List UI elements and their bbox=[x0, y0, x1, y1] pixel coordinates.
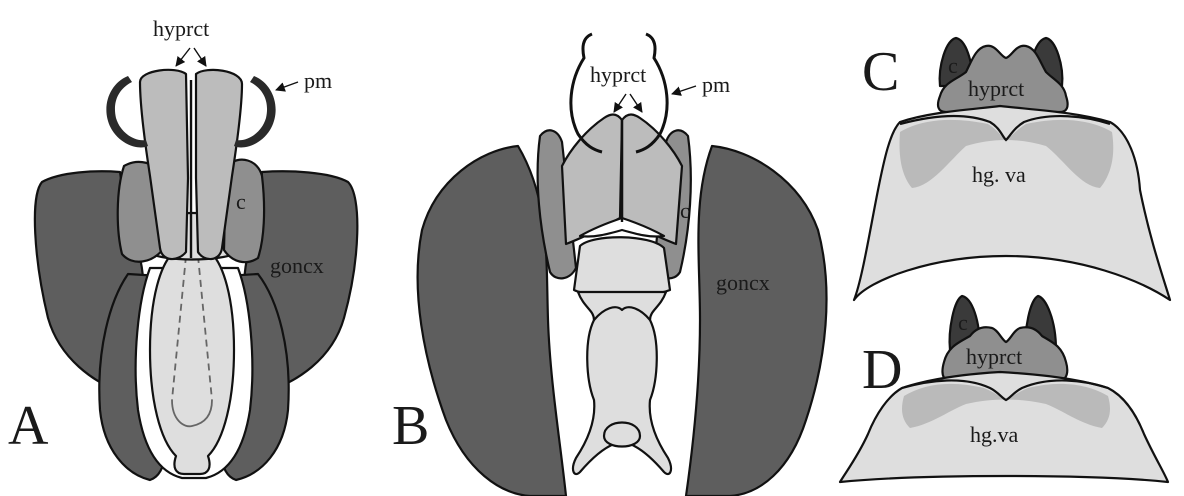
panel-letter-a: A bbox=[8, 395, 49, 457]
label-d-hgva: hg.va bbox=[970, 422, 1019, 447]
panel-letter-d: D bbox=[862, 339, 902, 401]
label-b-pm: pm bbox=[702, 72, 730, 97]
label-a-hyprct: hyprct bbox=[153, 16, 209, 41]
arrow-a-pm bbox=[276, 82, 298, 90]
label-a-c: c bbox=[236, 189, 246, 214]
arrow-a-hyprct-left bbox=[176, 48, 190, 66]
label-d-hyprct: hyprct bbox=[966, 344, 1022, 369]
label-a-pm: pm bbox=[304, 68, 332, 93]
arrow-b-hyprct-right bbox=[630, 94, 642, 112]
panel-b bbox=[418, 34, 827, 496]
label-c-hgva: hg. va bbox=[972, 162, 1026, 187]
label-b-goncx: goncx bbox=[716, 270, 770, 295]
arrow-b-pm bbox=[672, 86, 696, 94]
gonocoxite-right-b bbox=[686, 146, 827, 496]
panel-letter-c: C bbox=[862, 41, 899, 103]
label-c-hyprct: hyprct bbox=[968, 76, 1024, 101]
label-b-hyprct: hyprct bbox=[590, 62, 646, 87]
basal-plate-b bbox=[574, 237, 670, 296]
label-d-c: c bbox=[958, 310, 968, 335]
label-c-c: c bbox=[948, 53, 958, 78]
label-a-goncx: goncx bbox=[270, 253, 324, 278]
arrow-b-hyprct-left bbox=[614, 94, 626, 112]
aedeagus-bulb-b bbox=[604, 423, 640, 447]
panel-letter-b: B bbox=[392, 395, 429, 457]
arrow-a-hyprct-right bbox=[194, 48, 206, 66]
label-b-c: c bbox=[680, 198, 690, 223]
